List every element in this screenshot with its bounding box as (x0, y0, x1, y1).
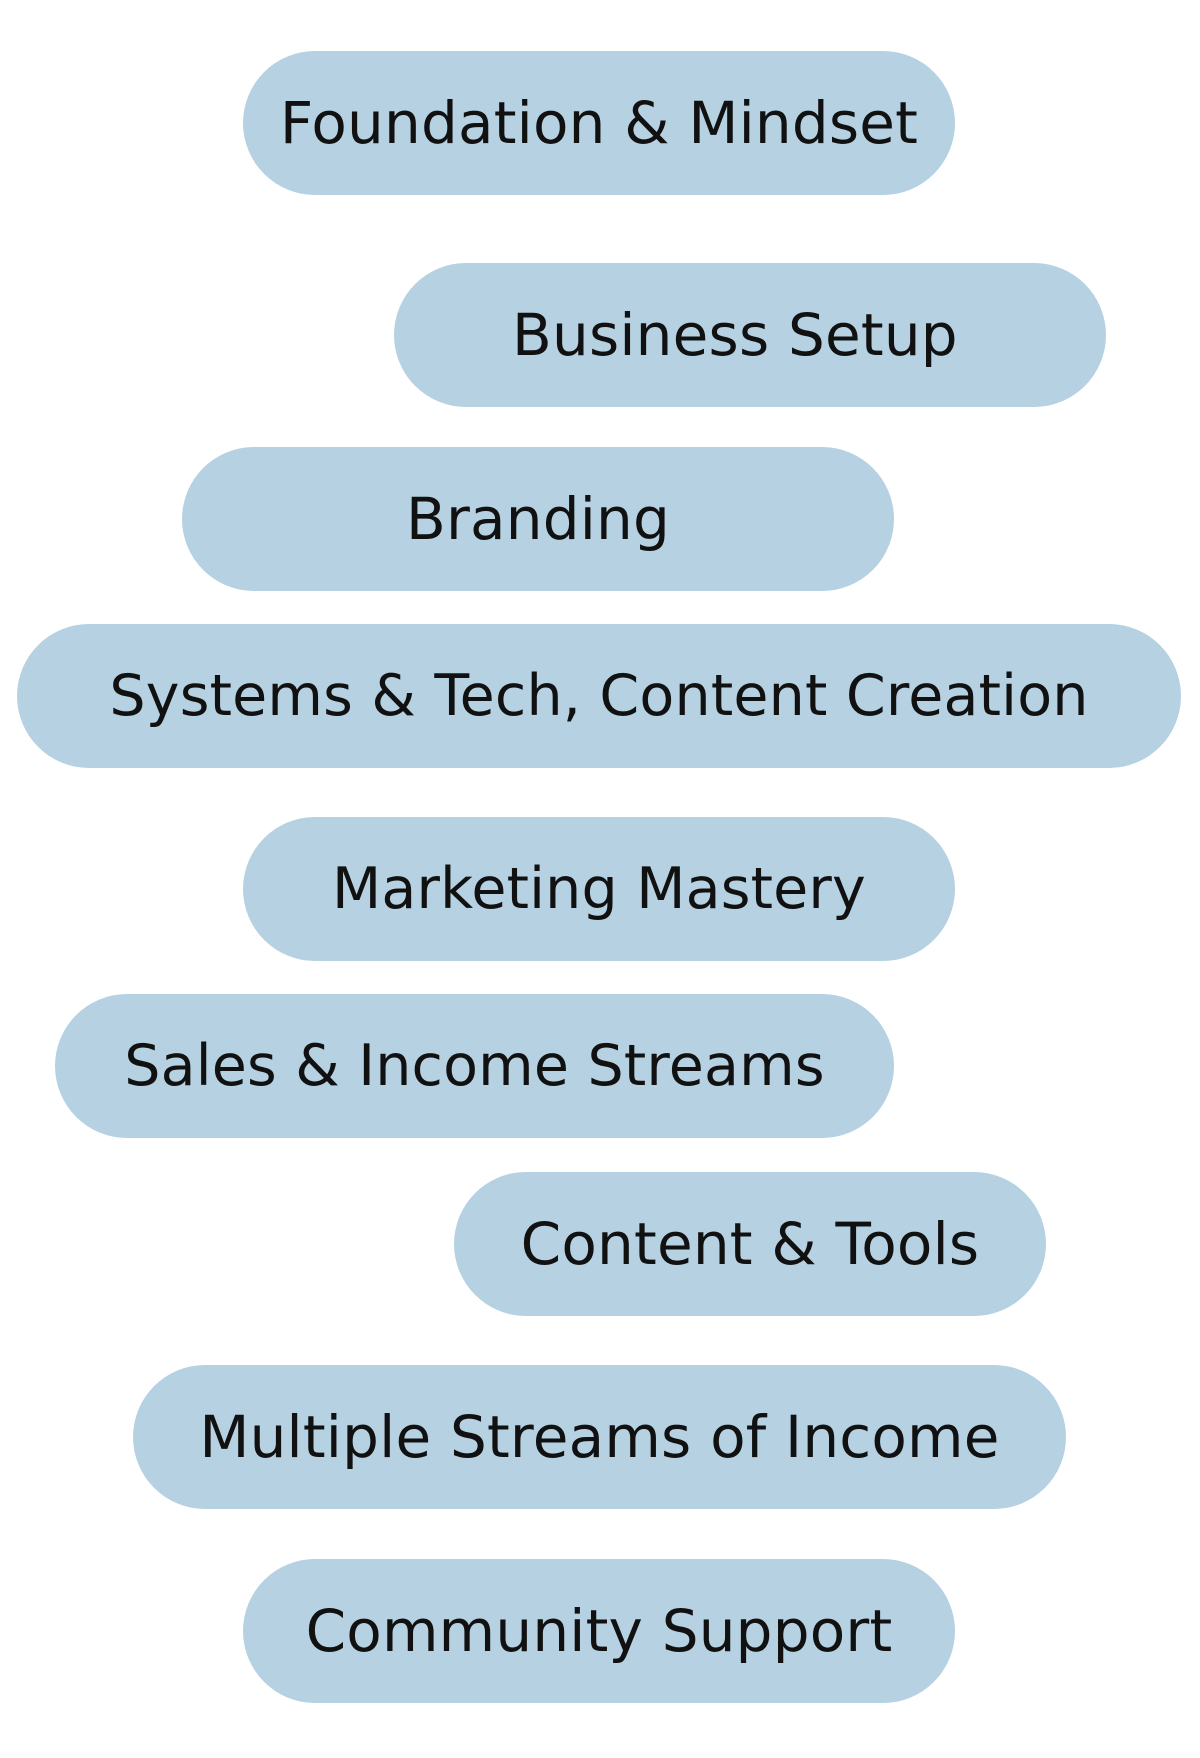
topic-pill-systems-tech-content[interactable]: Systems & Tech, Content Creation (17, 624, 1181, 768)
topic-pill-sales-income-streams[interactable]: Sales & Income Streams (55, 994, 894, 1138)
topic-pill-business-setup[interactable]: Business Setup (394, 263, 1106, 407)
topic-pill-label: Multiple Streams of Income (199, 1403, 1000, 1471)
topic-pill-label: Community Support (305, 1597, 893, 1665)
topic-pill-label: Branding (405, 485, 671, 553)
topic-pill-label: Systems & Tech, Content Creation (109, 663, 1089, 729)
topic-pill-label: Foundation & Mindset (279, 89, 919, 157)
topic-pill-content-tools[interactable]: Content & Tools (454, 1172, 1046, 1316)
topic-pill-marketing-mastery[interactable]: Marketing Mastery (243, 817, 955, 961)
topic-pill-label: Marketing Mastery (332, 856, 866, 922)
topic-pill-multiple-streams-income[interactable]: Multiple Streams of Income (133, 1365, 1066, 1509)
topic-pill-label: Content & Tools (520, 1210, 980, 1278)
topic-pill-foundation-mindset[interactable]: Foundation & Mindset (243, 51, 955, 195)
topic-pill-community-support[interactable]: Community Support (243, 1559, 955, 1703)
topic-pill-label: Sales & Income Streams (124, 1033, 825, 1099)
topic-pill-branding[interactable]: Branding (182, 447, 894, 591)
topic-pill-label: Business Setup (512, 301, 958, 369)
